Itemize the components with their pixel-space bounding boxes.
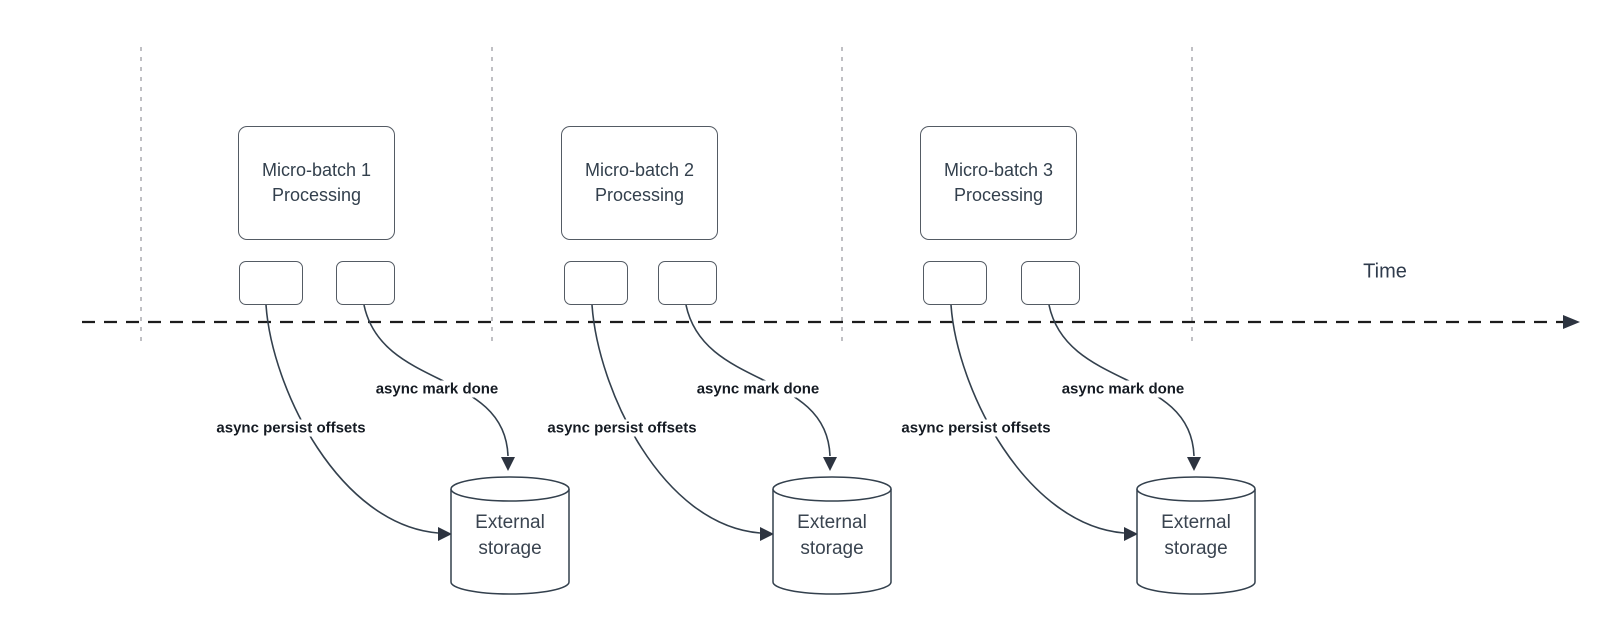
persist-offsets-label-3: async persist offsets	[898, 419, 1054, 437]
mark-done-label-3: async mark done	[1058, 380, 1188, 398]
persist-offsets-label-1: async persist offsets	[213, 419, 369, 437]
microbatch-2-title-line1: Micro-batch 2	[584, 160, 695, 180]
microbatch-2-task-box-left	[564, 261, 628, 305]
microbatch-1-processing-box: Micro-batch 1 Processing	[238, 126, 395, 240]
mark-done-arrow-1	[363, 304, 509, 457]
microbatch-1-title-line2: Processing	[271, 185, 362, 205]
mark-done-arrowhead-2-icon	[823, 457, 837, 471]
microbatch-2-title-line2: Processing	[594, 185, 685, 205]
persist-offsets-arrowhead-1-icon	[438, 527, 452, 541]
microbatch-1-task-box-left	[239, 261, 303, 305]
microbatch-1-task-box-right	[336, 261, 395, 305]
external-storage-cylinder-1	[450, 476, 570, 595]
mark-done-arrow-2	[685, 304, 831, 457]
persist-offsets-arrow-3	[950, 304, 1125, 534]
mark-done-label-2: async mark done	[693, 380, 823, 398]
time-axis-label: Time	[1363, 260, 1407, 283]
persist-offsets-arrow-1	[265, 304, 439, 534]
persist-offsets-arrowhead-3-icon	[1124, 527, 1138, 541]
microbatch-1-title-line1: Micro-batch 1	[261, 160, 372, 180]
persist-offsets-arrowhead-2-icon	[760, 527, 774, 541]
persist-offsets-arrow-2	[591, 304, 761, 534]
mark-done-arrowhead-3-icon	[1187, 457, 1201, 471]
microbatch-3-task-box-left	[923, 261, 987, 305]
microbatch-3-title-line2: Processing	[953, 185, 1044, 205]
persist-offsets-label-2: async persist offsets	[544, 419, 700, 437]
external-storage-cylinder-2	[772, 476, 892, 595]
mark-done-arrowhead-1-icon	[501, 457, 515, 471]
external-storage-cylinder-3	[1136, 476, 1256, 595]
microbatch-3-processing-box: Micro-batch 3 Processing	[920, 126, 1077, 240]
microbatch-2-processing-box: Micro-batch 2 Processing	[561, 126, 718, 240]
microbatch-3-title-line1: Micro-batch 3	[943, 160, 1054, 180]
microbatch-2-task-box-right	[658, 261, 717, 305]
time-axis-arrowhead-icon	[1563, 315, 1580, 329]
mark-done-arrow-3	[1048, 304, 1195, 457]
microbatch-3-task-box-right	[1021, 261, 1080, 305]
mark-done-label-1: async mark done	[372, 380, 502, 398]
